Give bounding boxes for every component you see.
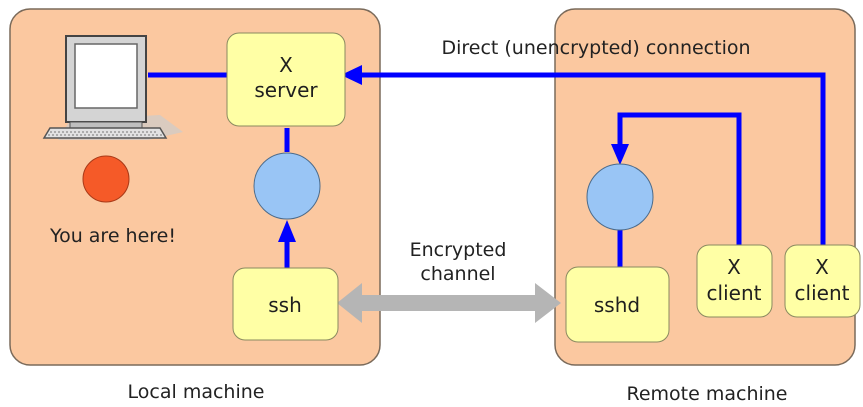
x-client-box-1 bbox=[696, 244, 773, 318]
ssh-to-circle-arrowhead bbox=[278, 220, 296, 242]
x-client-2-line2: client bbox=[795, 281, 850, 305]
sshd-label: sshd bbox=[594, 293, 640, 317]
client1-to-sshd-line bbox=[617, 112, 742, 245]
direct-connection-line bbox=[353, 72, 826, 245]
x-client-2-line1: X bbox=[815, 255, 829, 279]
direct-connection-label: Direct (unencrypted) connection bbox=[441, 37, 750, 59]
x-server-box bbox=[226, 32, 346, 127]
encrypted-channel-label-line1: Encrypted bbox=[410, 239, 507, 261]
x-client-1-line1: X bbox=[727, 255, 741, 279]
you-are-here-label: You are here! bbox=[49, 225, 176, 247]
client1-to-sshd-arrowhead bbox=[611, 144, 629, 165]
red-dot-icon bbox=[82, 155, 130, 203]
x-client-box-2 bbox=[784, 244, 861, 318]
local-tunnel-circle bbox=[253, 152, 321, 220]
ssh-label: ssh bbox=[268, 293, 302, 317]
x-server-label-line1: X bbox=[279, 53, 293, 77]
encrypted-channel-arrow bbox=[337, 283, 561, 323]
local-machine-label: Local machine bbox=[128, 381, 265, 403]
x-server-label-line2: server bbox=[254, 78, 318, 102]
direct-connection-arrowhead bbox=[341, 65, 362, 85]
remote-tunnel-circle bbox=[586, 163, 654, 231]
ssh-box bbox=[232, 267, 339, 341]
x-client-1-line2: client bbox=[707, 281, 762, 305]
remote-machine-label: Remote machine bbox=[627, 383, 788, 405]
sshd-box bbox=[565, 266, 670, 343]
computer-icon bbox=[42, 35, 183, 140]
encrypted-channel-label-line2: channel bbox=[420, 263, 495, 285]
